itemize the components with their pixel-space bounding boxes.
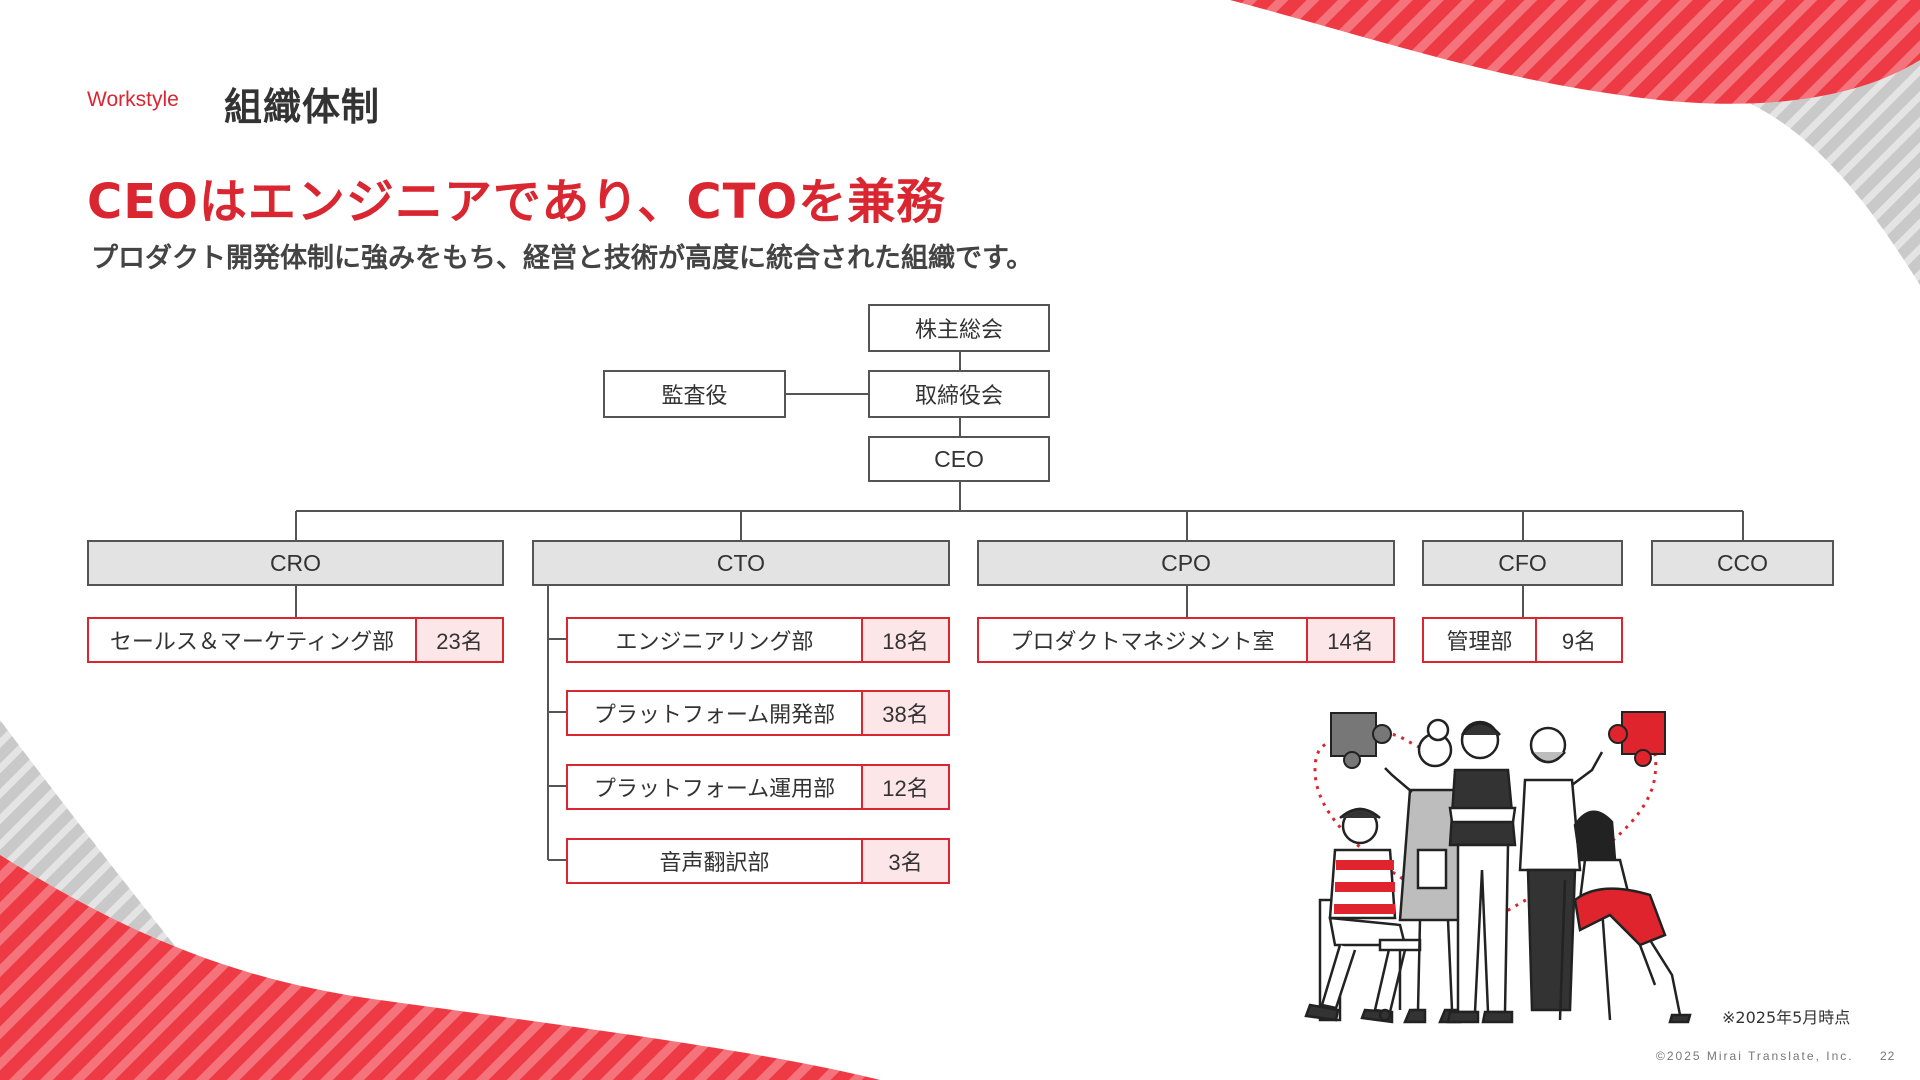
dept-count: 3名 xyxy=(888,850,923,875)
dept-count: 12名 xyxy=(882,776,929,801)
subheadline: プロダクト開発体制に強みをもち、経営と技術が高度に統合された組織です。 xyxy=(91,243,1034,274)
dept-label: プロダクトマネジメント室 xyxy=(1010,630,1275,655)
headline: CEOはエンジニアであり、CTOを兼務 xyxy=(87,174,946,230)
dept-count: 18名 xyxy=(882,629,929,654)
dept-count: 38名 xyxy=(882,702,929,727)
dept-label: 管理部 xyxy=(1446,630,1513,655)
dept-name-product-management: プロダクトマネジメント室 xyxy=(977,617,1308,663)
dept-label: プラットフォーム運用部 xyxy=(593,777,836,802)
exec-box-cpo: CPO xyxy=(977,540,1395,586)
exec-label: CRO xyxy=(269,549,322,576)
person-seated-woman xyxy=(1558,810,1692,1024)
dept-name-engineering: エンジニアリング部 xyxy=(566,617,863,663)
puzzle-piece-gray-icon xyxy=(1330,712,1392,769)
dept-count: 9名 xyxy=(1561,629,1597,654)
page-title: 組織体制 xyxy=(224,85,381,129)
auditor-label: 監査役 xyxy=(661,384,728,409)
dept-name-administration: 管理部 xyxy=(1422,617,1537,663)
auditor-box: 監査役 xyxy=(603,370,786,418)
dept-count-engineering: 18名 xyxy=(861,617,950,663)
dept-count: 14名 xyxy=(1327,629,1374,654)
dept-count-product-management: 14名 xyxy=(1306,617,1395,663)
exec-label: CTO xyxy=(716,549,766,576)
top-right-red-wave xyxy=(1230,0,1920,104)
as-of-note: ※2025年5月時点 xyxy=(1722,1008,1851,1027)
board-label: 取締役会 xyxy=(914,384,1003,409)
section-label: Workstyle xyxy=(87,88,179,111)
ceo-label: CEO xyxy=(934,445,984,472)
bottom-left-red-wave xyxy=(0,855,880,1080)
dept-count: 23名 xyxy=(436,629,483,654)
dept-count-speech-translation: 3名 xyxy=(861,838,950,884)
dept-label: 音声翻訳部 xyxy=(659,851,770,876)
exec-box-cro: CRO xyxy=(87,540,504,586)
dept-name-speech-translation: 音声翻訳部 xyxy=(566,838,863,884)
footer-copyright: ©2025 Mirai Translate, Inc. xyxy=(1656,1049,1854,1063)
dept-name-platform-dev: プラットフォーム開発部 xyxy=(566,690,863,736)
person-seated-man xyxy=(1304,807,1422,1024)
dept-name-platform-ops: プラットフォーム運用部 xyxy=(566,764,863,810)
shareholders-box: 株主総会 xyxy=(868,304,1050,352)
dept-label: エンジニアリング部 xyxy=(615,630,814,655)
exec-box-cco: CCO xyxy=(1651,540,1834,586)
puzzle-piece-red-icon xyxy=(1608,711,1666,767)
dept-count-platform-ops: 12名 xyxy=(861,764,950,810)
exec-box-cfo: CFO xyxy=(1422,540,1623,586)
exec-label: CFO xyxy=(1498,549,1547,576)
dept-name-sales-marketing: セールス＆マーケティング部 xyxy=(87,617,417,663)
exec-label: CCO xyxy=(1716,549,1769,576)
board-box: 取締役会 xyxy=(868,370,1050,418)
dept-count-sales-marketing: 23名 xyxy=(415,617,504,663)
dept-count-administration: 9名 xyxy=(1535,617,1623,663)
page-number: 22 xyxy=(1880,1049,1896,1063)
person-man-crossed-arms xyxy=(1446,720,1517,1024)
dept-label: セールス＆マーケティング部 xyxy=(109,630,395,655)
ceo-box: CEO xyxy=(868,436,1050,482)
exec-box-cto: CTO xyxy=(532,540,950,586)
dept-count-platform-dev: 38名 xyxy=(861,690,950,736)
dept-label: プラットフォーム開発部 xyxy=(593,703,836,728)
exec-label: CPO xyxy=(1161,549,1211,576)
shareholders-label: 株主総会 xyxy=(914,318,1003,343)
